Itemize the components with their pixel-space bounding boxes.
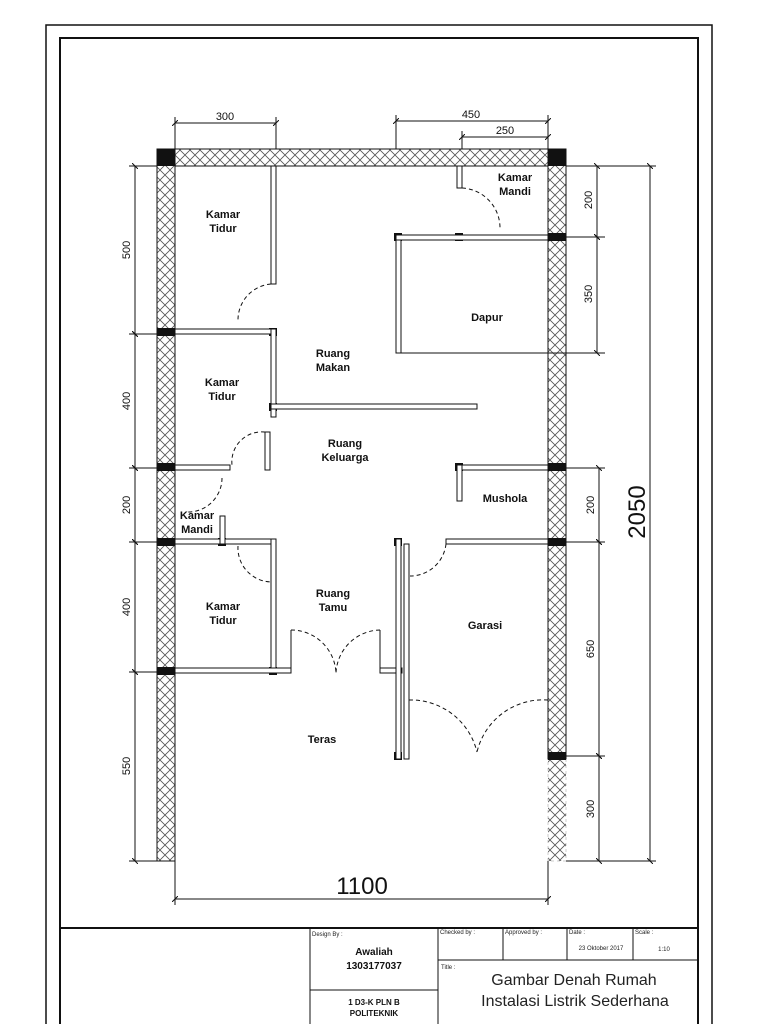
room-kamar-tidur-1-l2: Tidur: [209, 223, 237, 235]
tb-title-line2: Instalasi Listrik Sederhana: [481, 993, 669, 1010]
tb-checked-by-label: Checked by :: [440, 930, 475, 936]
room-kamar-tidur-1-l1: Kamar: [206, 209, 241, 221]
tb-date-label: Date :: [569, 930, 585, 936]
exterior-walls: [156, 148, 567, 862]
interior-walls: [174, 165, 549, 760]
dim-left-3: 200: [121, 496, 133, 514]
dimension-lines: [129, 115, 656, 905]
room-ruang-makan-l2: Makan: [316, 362, 351, 374]
tb-class-line1: 1 D3-K PLN B: [348, 998, 400, 1007]
dimension-labels: 300 450 250 500 400 200 400 550 200 350 …: [121, 109, 651, 900]
dim-top-right-inner: 250: [496, 125, 514, 137]
dim-left-2: 400: [121, 392, 133, 410]
room-teras: Teras: [308, 734, 337, 746]
dim-right-2: 350: [583, 285, 595, 303]
room-ruang-makan-l1: Ruang: [316, 348, 350, 360]
door-swings: [187, 187, 549, 753]
door-leaves: [290, 630, 549, 752]
dim-right-1: 200: [583, 191, 595, 209]
room-labels: Kamar Tidur Kamar Mandi Dapur Ruang Maka…: [180, 172, 533, 746]
room-ruang-keluarga-l2: Keluarga: [321, 452, 369, 464]
dim-right-4: 650: [585, 640, 597, 658]
outer-border: [45, 24, 713, 1024]
room-kamar-tidur-2-l1: Kamar: [205, 377, 240, 389]
dim-right-5: 300: [585, 800, 597, 818]
room-kamar-mandi-1-l1: Kamar: [498, 172, 533, 184]
dim-left-4: 400: [121, 598, 133, 616]
tb-approved-by-label: Approved by :: [505, 930, 542, 936]
dim-total-height: 2050: [624, 485, 651, 538]
room-kamar-tidur-3-l1: Kamar: [206, 601, 241, 613]
tb-title-line1: Gambar Denah Rumah: [491, 972, 656, 989]
tb-class-line2: POLITEKNIK: [350, 1009, 399, 1018]
room-kamar-mandi-2-l1: Kamar: [180, 510, 215, 522]
tb-design-by-label: Design By :: [312, 932, 343, 938]
dim-top-right-outer: 450: [462, 109, 480, 121]
room-kamar-tidur-2-l2: Tidur: [208, 391, 236, 403]
tb-title-label: Title :: [441, 965, 456, 971]
tb-scale-value: 1:10: [658, 947, 670, 953]
room-ruang-tamu-l2: Tamu: [319, 602, 348, 614]
room-kamar-mandi-1-l2: Mandi: [499, 186, 531, 198]
room-kamar-tidur-3-l2: Tidur: [209, 615, 237, 627]
room-ruang-keluarga-l1: Ruang: [328, 438, 362, 450]
title-block: Design By : Awaliah 1303177037 Checked b…: [309, 928, 698, 1024]
inner-border: [59, 37, 699, 1024]
room-garasi: Garasi: [468, 620, 502, 632]
dim-top-left: 300: [216, 111, 234, 123]
tb-designer-name: Awaliah: [355, 947, 393, 958]
room-mushola: Mushola: [483, 493, 528, 505]
dim-left-5: 550: [121, 757, 133, 775]
dim-total-width: 1100: [336, 873, 388, 900]
tb-designer-id: 1303177037: [346, 961, 402, 972]
dim-right-3: 200: [585, 496, 597, 514]
room-ruang-tamu-l1: Ruang: [316, 588, 350, 600]
tb-scale-label: Scale :: [635, 930, 654, 936]
dim-left-1: 500: [121, 241, 133, 259]
room-kamar-mandi-2-l2: Mandi: [181, 524, 213, 536]
room-dapur: Dapur: [471, 312, 504, 324]
tb-date-value: 23 Oktober 2017: [579, 946, 624, 952]
